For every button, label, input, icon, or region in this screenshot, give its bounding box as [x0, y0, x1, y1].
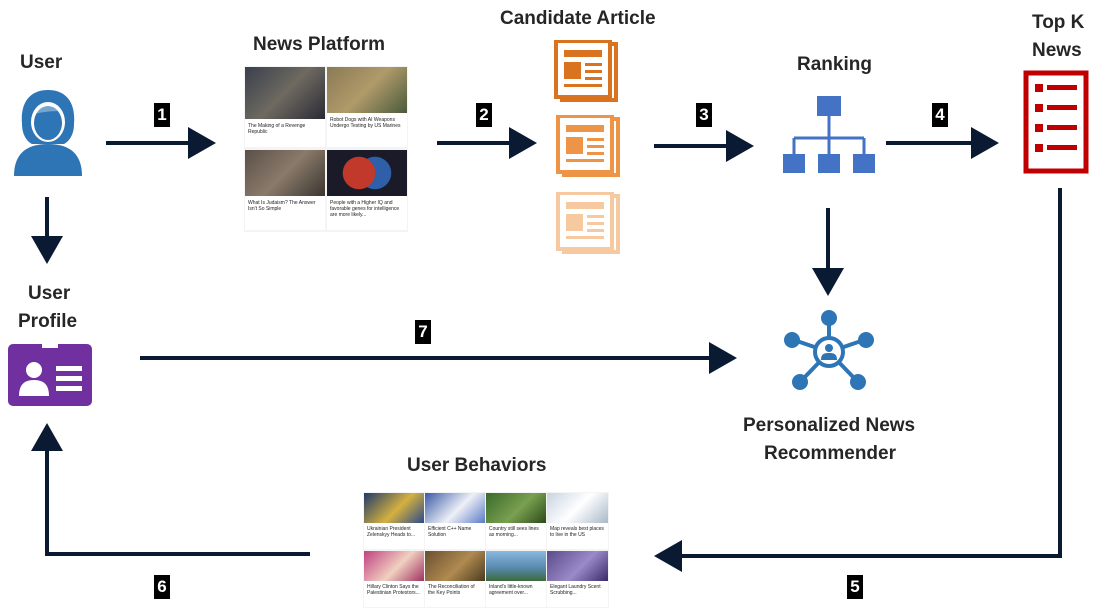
recommender-label-line2: Recommender [764, 443, 896, 464]
article-icon [556, 192, 620, 254]
news-card: People with a Higher IQ and favorable ge… [327, 150, 407, 230]
step-4: 4 [932, 103, 948, 127]
profile-card-icon [8, 344, 92, 406]
arrow-6 [31, 423, 310, 556]
news-card-title: People with a Higher IQ and favorable ge… [330, 200, 400, 218]
news-card-title: The Making of a Revenge Republic [248, 123, 306, 135]
network-hub-icon [784, 310, 874, 390]
news-card: Ukrainian President Zelenskyy Heads to..… [364, 493, 424, 549]
news-card: The Making of a Revenge Republic [245, 67, 325, 147]
top-k-label-line1: Top K [1032, 12, 1085, 33]
news-card-title: Country still sees lines as morning... [489, 526, 539, 538]
user-label: User [20, 52, 63, 73]
news-card-title: Hillary Clinton Says the Palestinian Pro… [367, 584, 420, 596]
step-7: 7 [415, 320, 431, 344]
step-5: 5 [847, 575, 863, 599]
list-icon [1023, 70, 1089, 174]
news-card-title: What Is Judaism? The Answer Isn't So Sim… [248, 200, 316, 212]
news-card: Country still sees lines as morning... [486, 493, 546, 549]
news-card: Map reveals best places to live in the U… [547, 493, 608, 549]
news-card: The Reconciliation of the Key Points [425, 551, 485, 607]
user-icon [14, 90, 82, 176]
article-icon [556, 115, 620, 177]
news-card: Efficient C++ Name Solution [425, 493, 485, 549]
user-profile-label-line2: Profile [18, 311, 78, 332]
ranking-label: Ranking [797, 54, 872, 75]
news-card: Robot Dogs with AI Weapons Undergo Testi… [327, 67, 407, 147]
news-card: Hillary Clinton Says the Palestinian Pro… [364, 551, 424, 607]
news-card-title: Efficient C++ Name Solution [428, 526, 472, 538]
step-6: 6 [154, 575, 170, 599]
news-card: Elegant Laundry Scent Scrubbing... [547, 551, 608, 607]
step-1: 1 [154, 103, 170, 127]
top-k-label-line2: News [1032, 40, 1082, 61]
article-icon [554, 40, 618, 102]
arrow-5 [654, 188, 1062, 572]
user-profile-label-line1: User [28, 283, 71, 304]
news-platform-screenshot: The Making of a Revenge Republic Robot D… [244, 66, 408, 232]
news-card-title: The Reconciliation of the Key Points [428, 584, 475, 596]
news-card-title: Robot Dogs with AI Weapons Undergo Testi… [330, 117, 401, 129]
step-3: 3 [696, 103, 712, 127]
step-2: 2 [476, 103, 492, 127]
news-card-title: Inland's little-known agreement over... [489, 584, 533, 596]
news-card: What Is Judaism? The Answer Isn't So Sim… [245, 150, 325, 230]
recommender-label-line1: Personalized News [743, 415, 916, 436]
news-card: Inland's little-known agreement over... [486, 551, 546, 607]
news-card-title: Ukrainian President Zelenskyy Heads to..… [367, 526, 416, 538]
news-card-title: Elegant Laundry Scent Scrubbing... [550, 584, 601, 596]
news-platform-label: News Platform [253, 34, 385, 55]
news-card-title: Map reveals best places to live in the U… [550, 526, 604, 538]
candidate-article-label: Candidate Article [500, 8, 656, 29]
user-behaviors-screenshot: Ukrainian President Zelenskyy Heads to..… [363, 492, 609, 608]
user-behaviors-label: User Behaviors [407, 455, 547, 476]
hierarchy-icon [783, 96, 875, 173]
